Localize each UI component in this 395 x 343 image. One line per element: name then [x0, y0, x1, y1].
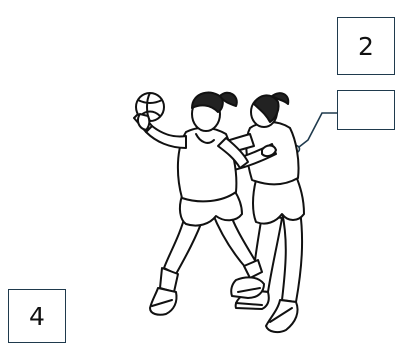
label-box-4-text: 4: [29, 304, 45, 329]
attacker-player: [134, 93, 264, 315]
ball-hand: [138, 114, 149, 130]
leader-line: [293, 113, 338, 153]
label-box-2: 2: [337, 17, 395, 75]
label-box-4: 4: [8, 289, 66, 343]
label-box-2-text: 2: [358, 34, 374, 59]
label-box-blank: [337, 90, 395, 130]
